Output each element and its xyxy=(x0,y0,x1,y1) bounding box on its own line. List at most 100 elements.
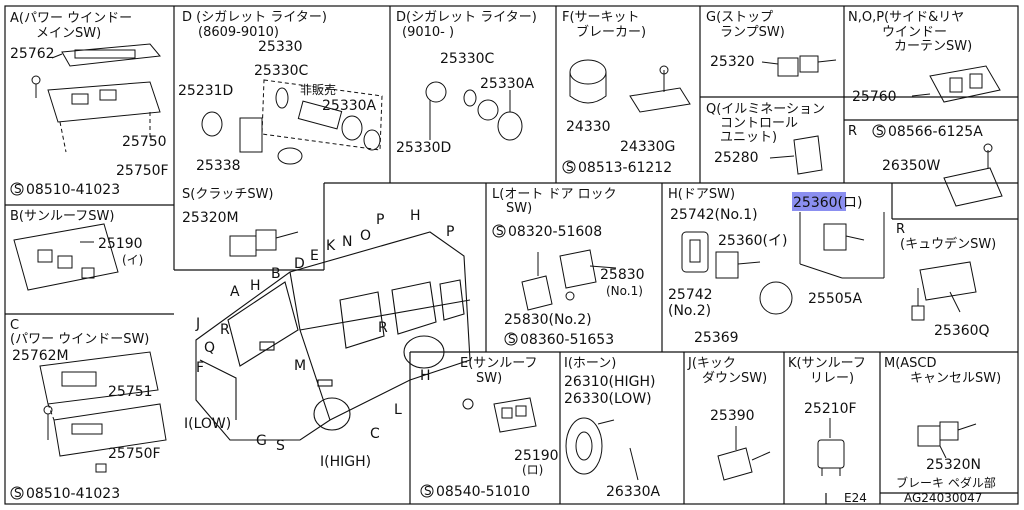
section-NOP-header2: ウインドー xyxy=(882,25,947,40)
part-label: (No.2) xyxy=(668,303,711,319)
part-label: 25330C xyxy=(254,63,309,79)
section-C-header: C xyxy=(10,318,19,333)
part-label: 26330A xyxy=(606,484,661,500)
cigarette-lighter-icon xyxy=(425,81,523,141)
section-J-header: J(キック xyxy=(687,356,736,371)
part-label: 25330D xyxy=(396,140,451,156)
section-Q-header3: ユニット) xyxy=(720,130,777,145)
part-label: 25830(No.2) xyxy=(504,312,592,328)
circuit-breaker-icon xyxy=(569,59,691,113)
callout-label: S xyxy=(276,438,285,454)
svg-text:S: S xyxy=(566,160,574,174)
part-label: 25190 xyxy=(514,448,559,464)
callout-label: I(HIGH) xyxy=(320,454,371,470)
part-label: 25320 xyxy=(710,54,755,70)
horn-icon xyxy=(565,417,639,481)
part-label: 25210F xyxy=(804,401,857,417)
section-S: S(クラッチSW) 25320M xyxy=(182,187,299,257)
door-switch-icon xyxy=(681,212,885,315)
part-label: 25505A xyxy=(808,291,863,307)
callout-label: R xyxy=(220,322,230,338)
callout-label: I(LOW) xyxy=(184,416,231,432)
callout-label: O xyxy=(360,228,371,244)
part-label: 25750F xyxy=(108,446,161,462)
part-label: 25320M xyxy=(182,210,239,226)
section-NOP: N,O,P(サイド&リヤ ウインドー カーテンSW) 25760 xyxy=(848,10,1001,105)
callout-label: A xyxy=(230,284,240,300)
part-label: 25330A xyxy=(480,76,535,92)
callout-label: P xyxy=(376,212,384,228)
section-A-header2: メインSW) xyxy=(36,26,101,41)
part-label: 25330 xyxy=(258,39,303,55)
section-R2-header: R xyxy=(896,222,905,237)
section-NOP-header: N,O,P(サイド&リヤ xyxy=(848,10,964,25)
callout-label: R xyxy=(378,320,388,336)
section-L-header2: SW) xyxy=(506,201,532,216)
clutch-switch-icon xyxy=(229,229,299,257)
highlight-marker xyxy=(792,192,846,211)
part-label: 08566-6125A xyxy=(888,124,983,140)
section-C: C (パワー ウインドーSW) 25762M 25751 25750F S 08… xyxy=(10,318,167,502)
svg-text:S: S xyxy=(876,124,884,138)
callout-label: Q xyxy=(204,340,215,356)
panel-grid xyxy=(4,5,1019,505)
part-label: 25360(イ) xyxy=(718,233,787,249)
relay-icon xyxy=(817,418,845,476)
part-label: 非販売 xyxy=(300,82,336,97)
part-label: 08540-51010 xyxy=(436,484,530,500)
svg-text:S: S xyxy=(14,182,22,196)
curtain-switch-icon xyxy=(911,65,1001,103)
section-M-header: M(ASCD xyxy=(884,356,937,371)
section-L: L(オート ドア ロック SW) S 08320-51608 25830 (No… xyxy=(492,187,645,348)
section-C-header2: (パワー ウインドーSW) xyxy=(10,332,149,347)
callout-label: H xyxy=(250,278,261,294)
window-switch-icon xyxy=(39,351,167,473)
section-K-header: K(サンルーフ xyxy=(788,356,866,371)
cigarette-lighter-icon xyxy=(201,79,383,165)
part-label: 24330 xyxy=(566,119,611,135)
section-A: A(パワー ウインドー メインSW) 25762 25750 25750F S … xyxy=(10,11,169,198)
sunroof-switch-icon xyxy=(462,397,537,433)
part-label: 25762 xyxy=(10,46,55,62)
part-label: 26350W xyxy=(882,158,941,174)
part-label: 25750 xyxy=(122,134,167,150)
section-E-header: E(サンルーフ xyxy=(460,356,538,371)
callout-label: N xyxy=(342,234,352,250)
section-K: K(サンルーフ リレー) 25210F xyxy=(788,356,866,476)
section-E-header2: SW) xyxy=(476,371,502,386)
section-R1-header: R xyxy=(848,124,857,139)
note-label: ブレーキ ペダル部 xyxy=(896,475,996,490)
callout-label: J xyxy=(195,316,200,332)
callout-label: L xyxy=(394,402,402,418)
callout-label: H xyxy=(410,208,421,224)
callout-label: H xyxy=(420,368,431,384)
section-R2-header2: (キュウデンSW) xyxy=(900,236,996,252)
part-label: 08510-41023 xyxy=(26,486,120,502)
screw-symbol-icon xyxy=(492,224,506,238)
section-R2: R (キュウデンSW) 25360Q xyxy=(896,222,996,339)
section-Q-header2: コントロール xyxy=(720,116,798,131)
section-L-header: L(オート ドア ロック xyxy=(492,187,617,202)
callout-label: B xyxy=(271,266,281,282)
section-H-header: H(ドアSW) xyxy=(668,187,735,202)
part-label: 25751 xyxy=(108,384,153,400)
footer-reference: AG24030047 xyxy=(904,491,982,505)
window-switch-icon xyxy=(31,43,161,153)
callout-label: D xyxy=(294,256,305,272)
section-B: B(サンルーフSW) 25190 (イ) xyxy=(10,209,143,291)
callout-label: P xyxy=(446,224,454,240)
part-label: (No.1) xyxy=(606,284,643,298)
screw-symbol-icon xyxy=(562,160,576,174)
screw-symbol-icon xyxy=(10,486,24,500)
battery-switch-icon xyxy=(911,261,977,321)
section-F: F(サーキット ブレーカー) 24330 24330G S 08513-6121… xyxy=(562,10,691,176)
section-E: E(サンルーフ SW) 25190 (ロ) S 08540-51010 xyxy=(420,356,559,500)
part-label: 08513-61212 xyxy=(578,160,672,176)
part-label: 25190 xyxy=(98,236,143,252)
part-label: 25762M xyxy=(12,348,69,364)
section-M: M(ASCD キャンセルSW) 25320N ブレーキ ペダル部 xyxy=(884,356,1001,490)
screw-symbol-icon xyxy=(504,332,518,346)
section-I: I(ホーン) 26310(HIGH) 26330(LOW) 26330A xyxy=(564,356,661,500)
relay-icon xyxy=(943,143,1003,207)
part-label: 25280 xyxy=(714,150,759,166)
